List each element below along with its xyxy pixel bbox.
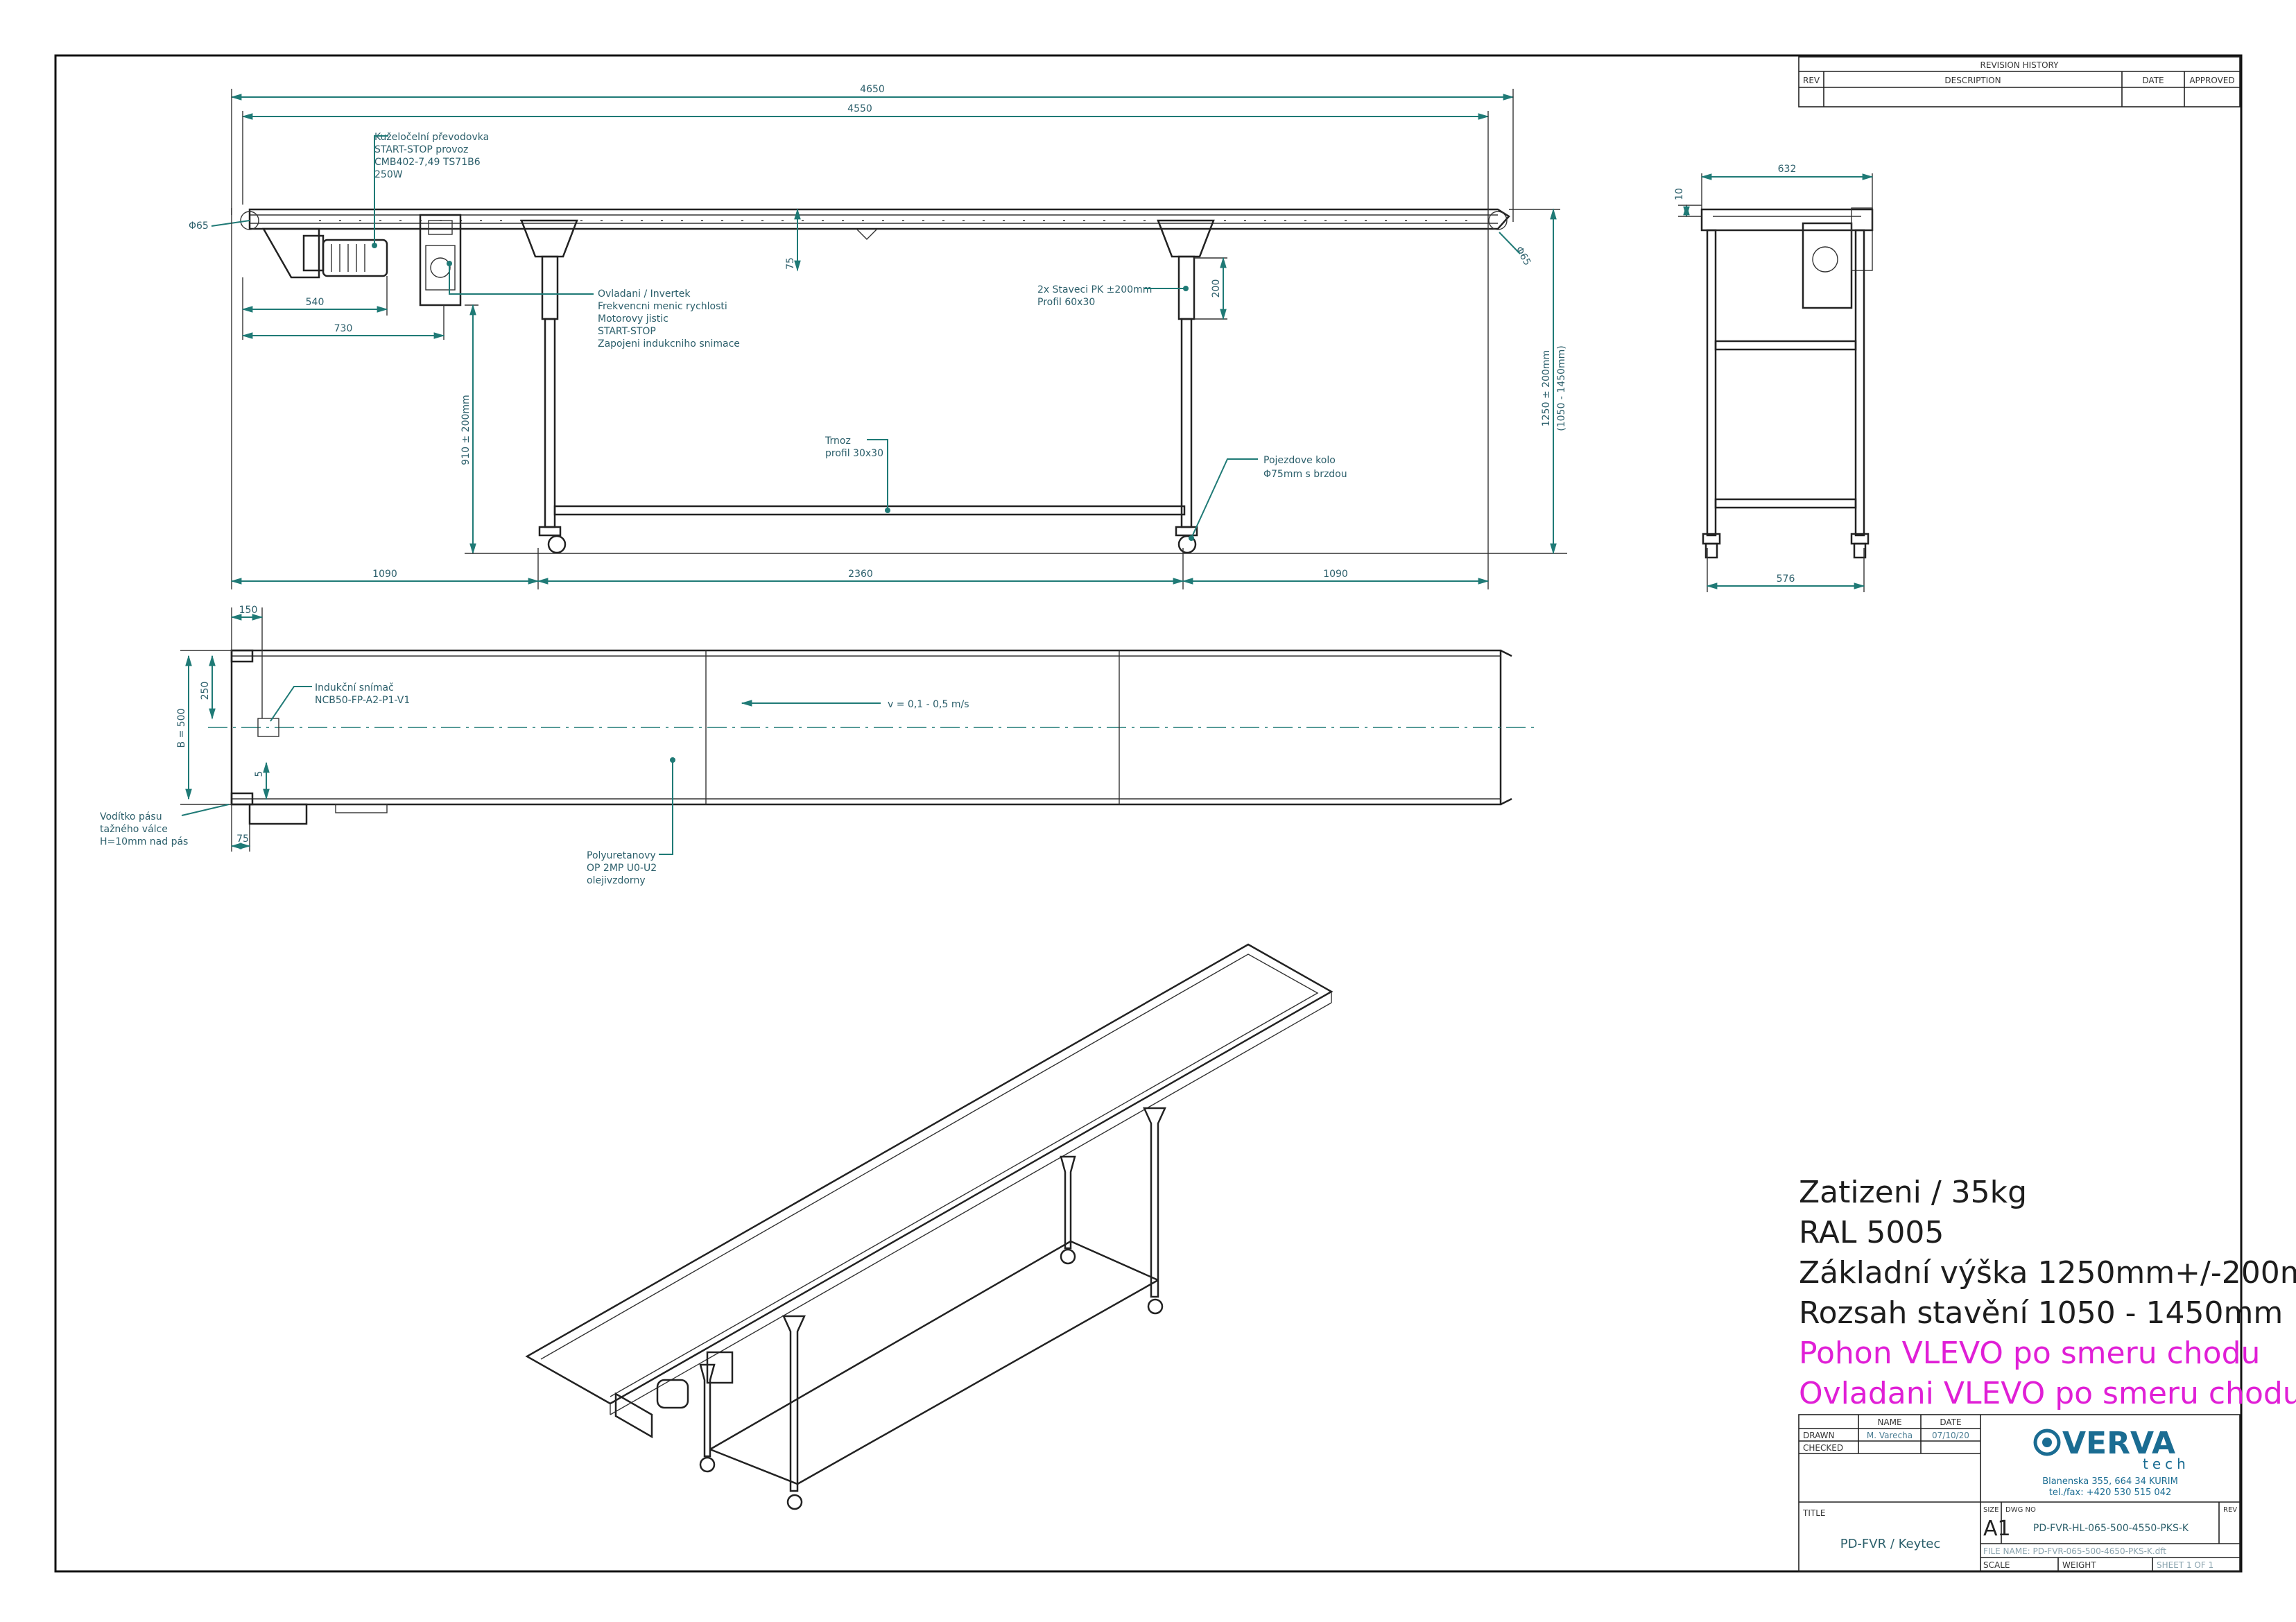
svg-text:OP 2MP U0-U2: OP 2MP U0-U2 [587, 863, 657, 874]
rev-col-header: REV [1803, 76, 1820, 85]
title-block: NAME DATE DRAWN M. Varecha 07/10/20 CHEC… [1798, 1414, 2241, 1572]
top-view: 150 B = 500 250 5 75 Indukční snímač NCB… [100, 605, 1539, 886]
dim-200: 200 [1211, 279, 1222, 298]
note-beam: Trnoz profil 30x30 [825, 435, 890, 513]
dim-total-outer: 4650 [860, 84, 885, 95]
dim-75: 75 [785, 257, 796, 270]
note-guide: Vodítko pásu tažného válce H=10mm nad pá… [100, 804, 230, 847]
revision-history-table: REVISION HISTORY REV DESCRIPTION DATE AP… [1798, 56, 2241, 107]
description-col-header: DESCRIPTION [1944, 76, 2001, 85]
svg-text:Zapojeni indukcniho snimace: Zapojeni indukcniho snimace [598, 338, 740, 350]
end-dim-632: 632 [1778, 164, 1797, 175]
tb-drawn-label: DRAWN [1803, 1431, 1835, 1440]
spec-drive-side: Pohon VLEVO po smeru chodu [1799, 1336, 2260, 1371]
top-dim-250: 250 [200, 682, 211, 700]
top-dim-5: 5 [254, 771, 265, 777]
note-belt: Polyuretanovy OP 2MP U0-U2 olejivzdorny [587, 757, 675, 886]
dim-total-inner: 4550 [847, 103, 872, 114]
dia-left: Φ65 [189, 221, 209, 232]
svg-text:NCB50-FP-A2-P1-V1: NCB50-FP-A2-P1-V1 [315, 695, 410, 706]
svg-text:Frekvencni menic rychlosti: Frekvencni menic rychlosti [598, 301, 727, 312]
svg-text:Kuželočelní převodovka: Kuželočelní převodovka [374, 132, 489, 143]
svg-text:Pojezdove kolo: Pojezdove kolo [1263, 455, 1336, 466]
tb-date-header: DATE [1940, 1417, 1961, 1427]
svg-text:CMB402-7,49 TS71B6: CMB402-7,49 TS71B6 [374, 157, 481, 168]
svg-text:H=10mm nad pás: H=10mm nad pás [100, 836, 188, 847]
tb-dwg-value: PD-FVR-HL-065-500-4550-PKS-K [2033, 1523, 2189, 1534]
side-view: 4650 4550 [189, 84, 1567, 589]
company-logo: VERVA tech [2033, 1426, 2190, 1472]
note-gearbox: Kuželočelní převodovka START-STOP provoz… [372, 132, 489, 248]
note-wheel: Pojezdove kolo Φ75mm s brzdou [1189, 455, 1347, 541]
dim-right-1090: 1090 [1323, 569, 1348, 580]
svg-text:Ovladani / Invertek: Ovladani / Invertek [598, 288, 691, 300]
spec-notes: Zatizeni / 35kg RAL 5005 Základní výška … [1799, 1175, 2296, 1411]
top-dim-width: B = 500 [176, 709, 187, 748]
svg-text:2x Staveci PK ±200mm: 2x Staveci PK ±200mm [1037, 284, 1152, 295]
dim-leg-height: 910 ± 200mm [460, 395, 472, 465]
spec-ral: RAL 5005 [1799, 1215, 1944, 1250]
svg-text:START-STOP provoz: START-STOP provoz [374, 144, 468, 155]
dim-span-2360: 2360 [848, 569, 873, 580]
end-dim-10: 10 [1674, 188, 1685, 200]
tb-drawn-name: M. Varecha [1867, 1431, 1913, 1440]
tb-title-label: TITLE [1802, 1508, 1825, 1518]
tb-file-name: FILE NAME: PD-FVR-065-500-4650-PKS-K.dft [1983, 1546, 2166, 1556]
tb-title-value: PD-FVR / Keytec [1840, 1537, 1941, 1551]
dim-total-height: 1250 ± 200mm [1541, 350, 1552, 426]
tb-weight-label: WEIGHT [2062, 1560, 2096, 1570]
end-view: 632 10 576 [1674, 164, 1874, 592]
note-control: Ovladani / Invertek Frekvencni menic ryc… [447, 261, 740, 350]
svg-text:START-STOP: START-STOP [598, 326, 656, 337]
note-sensor: Indukční snímač NCB50-FP-A2-P1-V1 [270, 682, 410, 722]
svg-text:Indukční snímač: Indukční snímač [315, 682, 394, 693]
drawing-border [54, 54, 2243, 1573]
note-speed: v = 0,1 - 0,5 m/s [741, 699, 969, 710]
svg-text:tažného válce: tažného válce [100, 824, 168, 835]
revision-history-title: REVISION HISTORY [1980, 60, 2060, 70]
dia-right: Φ65 [1513, 245, 1533, 268]
company-address: Blanenska 355, 664 34 KURIM [2042, 1476, 2178, 1487]
svg-text:v = 0,1 - 0,5 m/s: v = 0,1 - 0,5 m/s [888, 699, 969, 710]
spec-range: Rozsah stavění 1050 - 1450mm [1799, 1295, 2283, 1331]
svg-text:Motorovy jistic: Motorovy jistic [598, 313, 668, 325]
tb-size-label: SIZE [1983, 1506, 1999, 1514]
svg-text:250W: 250W [374, 169, 403, 180]
spec-base-height: Základní výška 1250mm+/-200mm [1799, 1255, 2296, 1291]
tb-sheet: SHEET 1 OF 1 [2157, 1560, 2213, 1570]
svg-text:Trnoz: Trnoz [825, 435, 851, 447]
top-dim-75: 75 [236, 834, 249, 845]
spec-control-side: Ovladani VLEVO po smeru chodu [1799, 1376, 2296, 1411]
dim-left-1090: 1090 [372, 569, 397, 580]
dim-total-height-range: (1050 - 1450mm) [1556, 345, 1567, 431]
dim-drive-540: 540 [306, 297, 325, 308]
tb-dwg-label: DWG NO [2005, 1506, 2036, 1514]
tb-rev-label: REV [2223, 1506, 2237, 1514]
svg-text:Profil 60x30: Profil 60x30 [1037, 297, 1095, 308]
tb-size-value: A1 [1983, 1517, 2011, 1541]
company-contact: tel./fax: +420 530 515 042 [2049, 1487, 2172, 1498]
end-dim-576: 576 [1777, 573, 1795, 585]
svg-text:Polyuretanovy: Polyuretanovy [587, 850, 656, 861]
tb-scale-label: SCALE [1983, 1560, 2010, 1570]
note-adjust: 2x Staveci PK ±200mm Profil 60x30 [1037, 284, 1189, 308]
svg-text:Φ75mm s brzdou: Φ75mm s brzdou [1263, 469, 1347, 480]
top-dim-150: 150 [239, 605, 258, 616]
isometric-view [525, 943, 1333, 1510]
svg-text:VERVA: VERVA [2062, 1426, 2175, 1461]
svg-text:olejivzdorny: olejivzdorny [587, 875, 646, 886]
tb-name-header: NAME [1877, 1417, 1901, 1427]
svg-text:profil 30x30: profil 30x30 [825, 448, 883, 459]
approved-col-header: APPROVED [2189, 76, 2234, 85]
spec-load: Zatizeni / 35kg [1799, 1175, 2027, 1210]
date-col-header: DATE [2142, 76, 2164, 85]
svg-text:Vodítko pásu: Vodítko pásu [100, 811, 162, 822]
svg-text:tech: tech [2143, 1456, 2190, 1472]
dim-drive-730: 730 [334, 323, 353, 334]
tb-drawn-date: 07/10/20 [1932, 1431, 1969, 1440]
tb-checked-label: CHECKED [1803, 1443, 1843, 1453]
